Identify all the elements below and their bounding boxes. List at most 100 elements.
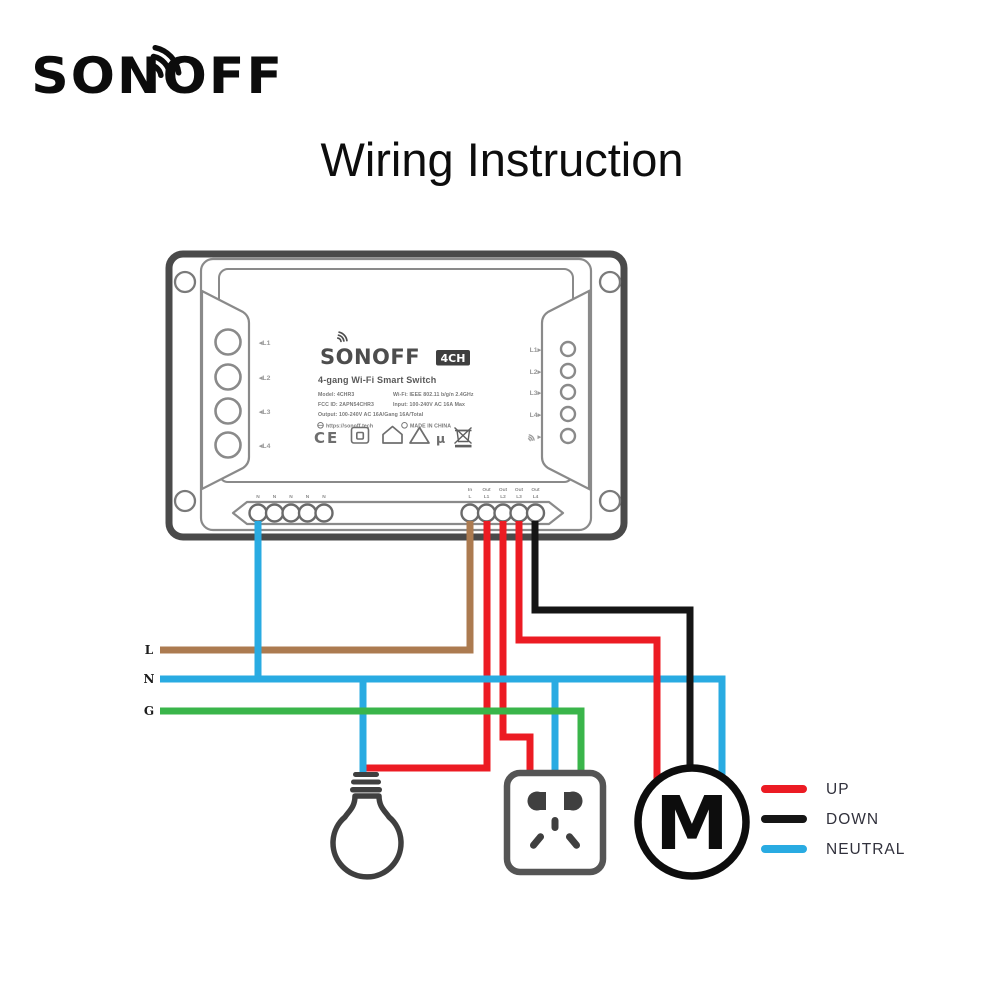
- warning-triangle-icon: [409, 426, 430, 444]
- terminal-label: L1: [484, 494, 490, 500]
- product-name: 4-gang Wi-Fi Smart Switch: [318, 375, 436, 385]
- bulb-cap-bar: [351, 779, 381, 785]
- ground-wire: [160, 707, 585, 776]
- motor-circle: [634, 764, 750, 880]
- wifi-waves-icon: [148, 44, 182, 79]
- screw-hole-icon: [173, 489, 197, 513]
- legend-label-up: UP: [826, 781, 850, 798]
- ground-label: G: [144, 704, 154, 718]
- legend-swatch-down: [761, 815, 807, 823]
- spec-input: Input: 100-240V AC 16A Max: [393, 402, 465, 408]
- light-bulb: [330, 772, 404, 880]
- terminal-out-l2: [493, 503, 513, 523]
- page-title: Wiring Instruction: [320, 133, 683, 186]
- terminal-label: In: [468, 487, 472, 493]
- led-indicator-l1: [559, 340, 577, 358]
- led-indicator-wifi: [559, 427, 577, 445]
- socket-neutral-slot: [565, 833, 581, 849]
- terminal-label: L3: [516, 494, 522, 500]
- terminal-out-l4: [525, 503, 546, 523]
- bulb-cap-bar: [353, 772, 379, 777]
- neutral-label: N: [144, 672, 155, 686]
- website: https://sonoff.tech: [326, 424, 373, 430]
- button-label-l1: ◂L1: [258, 340, 271, 347]
- spec-wifi: Wi-Fi: IEEE 802.11 b/g/n 2.4GHz: [393, 392, 474, 398]
- screw-hole-icon: [598, 270, 622, 294]
- terminal-in-l: [460, 503, 480, 523]
- device-print: SONOFF 4CH 4-gang Wi-Fi Smart Switch Mod…: [314, 331, 474, 448]
- terminal-label: Out: [515, 487, 524, 493]
- down-wire-motor: [531, 521, 694, 792]
- wires: [160, 521, 726, 792]
- socket-earth-slot: [551, 817, 559, 831]
- terminal-label: Out: [531, 487, 540, 493]
- channel-button-l2[interactable]: [214, 363, 242, 391]
- terminal-n4: [297, 503, 318, 523]
- legend-label-down: DOWN: [826, 811, 879, 828]
- power-socket: [503, 769, 607, 876]
- led-label-l3: L3▸: [530, 390, 542, 397]
- socket-live-slot: [529, 833, 545, 849]
- led-indicator-l3: [559, 383, 577, 401]
- screw-hole-icon: [173, 270, 197, 294]
- terminal-label: N: [256, 494, 260, 500]
- motor: M: [634, 764, 750, 880]
- button-label-l2: ◂L2: [258, 375, 271, 382]
- ce-mark: CE: [314, 429, 339, 447]
- spec-model: Model: 4CHR3: [318, 392, 354, 398]
- terminal-label: L4: [533, 494, 539, 500]
- terminal-label: Out: [499, 487, 508, 493]
- button-label-l4: ◂L4: [258, 443, 271, 450]
- terminal-label: L: [469, 494, 472, 500]
- terminal-n2: [264, 503, 285, 523]
- terminal-label: L2: [500, 494, 506, 500]
- led-label-l2: L2▸: [530, 369, 542, 376]
- legend: UP DOWN NEUTRAL: [761, 781, 905, 858]
- 4ch-badge: [436, 350, 470, 366]
- enclosure-icon: [350, 426, 370, 444]
- terminal-label: N: [322, 494, 326, 500]
- terminal-n3: [281, 503, 301, 523]
- terminal-label: N: [273, 494, 277, 500]
- legend-swatch-neutral: [761, 845, 807, 853]
- bulb-cap-bar: [350, 787, 382, 793]
- wifi-icon: [527, 434, 535, 442]
- legend-swatch-up: [761, 785, 807, 793]
- terminal-out-l3: [509, 503, 529, 523]
- terminal-out-l1: [476, 503, 497, 523]
- smart-switch-device: ◂L1 ◂L2 ◂L3 ◂L4 L1▸ L2▸ L3▸ L4▸ ▸ SONOFF: [165, 250, 628, 541]
- spec-fcc: FCC ID: 2APN54CHR3: [318, 402, 374, 408]
- terminal-label: Out: [482, 487, 491, 493]
- led-label-wifi: ▸: [537, 434, 542, 441]
- bulb-glass: [330, 793, 404, 880]
- live-input-wire: [160, 521, 474, 654]
- led-label-l4: L4▸: [530, 412, 542, 419]
- screw-hole-icon: [598, 489, 622, 513]
- wifi-waves-icon: [336, 331, 348, 343]
- channel-button-l1[interactable]: [214, 328, 242, 356]
- socket-slot-left: [527, 791, 546, 811]
- house-icon: [382, 425, 403, 444]
- terminal-n5: [314, 503, 334, 523]
- up-wire-bulb: [366, 521, 491, 772]
- led-label-l1: L1▸: [530, 347, 542, 354]
- device-logo-text: SONOFF: [320, 345, 420, 369]
- led-indicator-l4: [559, 405, 577, 423]
- micro-mark: µ: [436, 431, 445, 446]
- live-label: L: [145, 643, 154, 657]
- made-in: MADE IN CHINA: [410, 424, 451, 430]
- channel-button-l4[interactable]: [214, 431, 242, 459]
- socket-slot-right: [564, 791, 583, 811]
- 4ch-badge-text: 4CH: [441, 352, 466, 365]
- spec-output: Output: 100-240V AC 16A/Gang 16A/Total: [318, 412, 424, 418]
- up-wire-motor: [515, 521, 661, 792]
- button-label-l3: ◂L3: [258, 409, 271, 416]
- legend-label-neutral: NEUTRAL: [826, 841, 905, 858]
- terminal-n1: [248, 503, 268, 523]
- neutral-main-wire: [160, 675, 726, 792]
- channel-button-l3[interactable]: [214, 397, 242, 425]
- up-wire-socket: [499, 521, 534, 776]
- terminal-label: N: [306, 494, 310, 500]
- weee-bin-icon: [454, 426, 472, 448]
